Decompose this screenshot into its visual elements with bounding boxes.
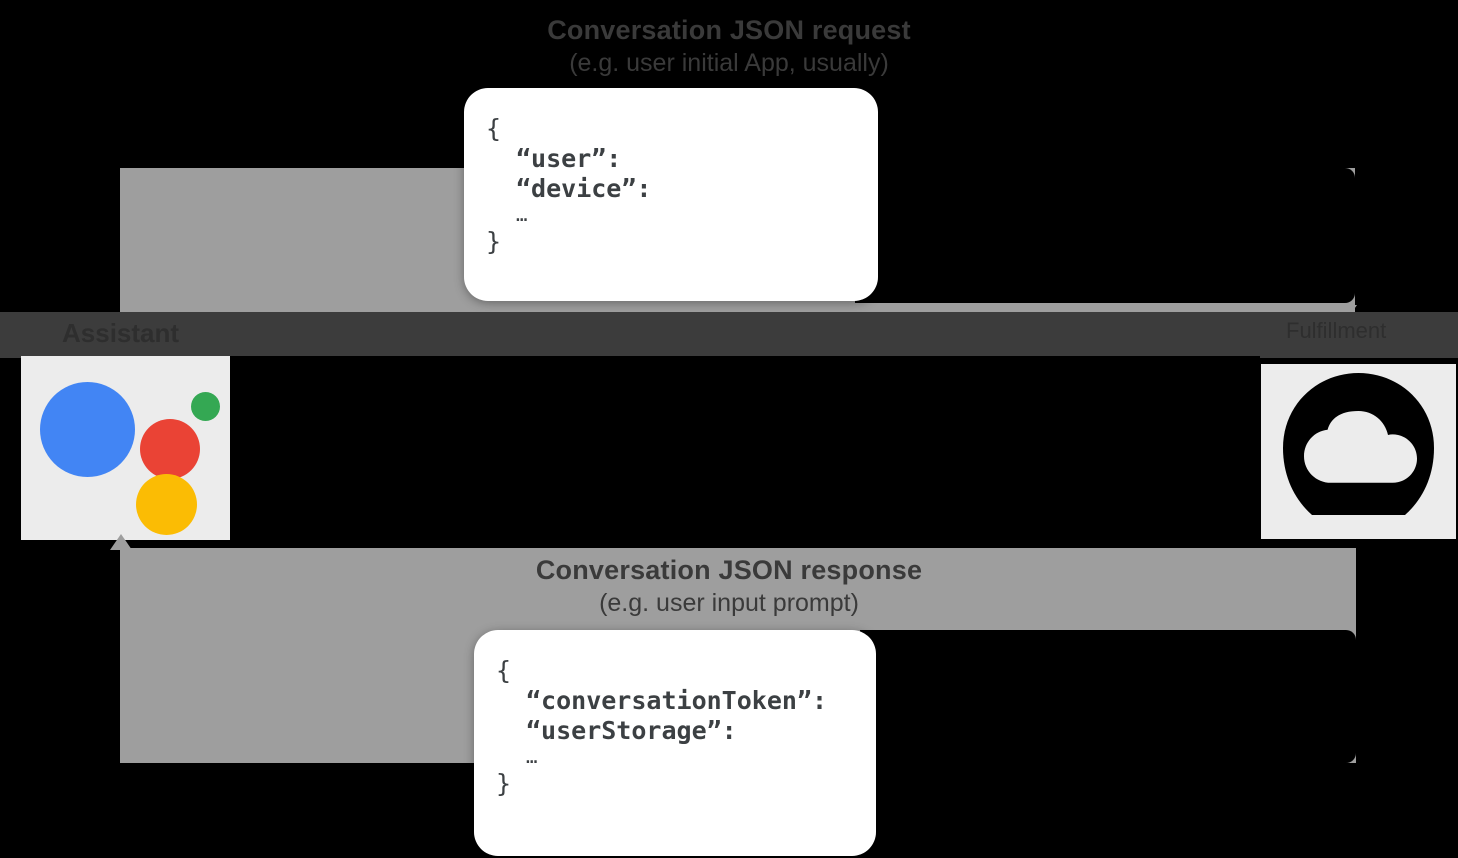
json-request-line-1: “user”:: [516, 144, 622, 173]
bottom-flow-label-subtitle: (e.g. user input prompt): [599, 588, 859, 617]
json-response-line-2: “userStorage”:: [526, 716, 737, 745]
json-request-line-4: }: [486, 226, 502, 256]
center-mask: [230, 356, 1260, 544]
assistant-dot-blue-icon: [40, 382, 135, 477]
top-flow-label-title: Conversation JSON request: [547, 15, 911, 45]
bottom-flow-label-title: Conversation JSON response: [535, 555, 923, 585]
endpoint-label-assistant: Assistant: [62, 318, 180, 348]
google-cloud-functions-icon: [1261, 364, 1456, 539]
endpoint-label-fulfillment: Fulfillment: [1286, 318, 1387, 343]
json-request-line-2: “device”:: [516, 174, 652, 203]
bottom-flow-label: Conversation JSON response (e.g. user in…: [0, 554, 1458, 619]
top-flow-label: Conversation JSON request (e.g. user ini…: [0, 14, 1458, 79]
json-request-line-0: {: [486, 114, 502, 143]
json-request-card: { “user”: “device”: … }: [464, 88, 878, 301]
json-response-card: { “conversationToken”: “userStorage”: … …: [474, 630, 876, 856]
assistant-dot-red-icon: [140, 419, 200, 479]
json-request-line-3: …: [516, 204, 528, 226]
json-response-line-0: {: [496, 656, 512, 685]
assistant-dot-green-icon: [191, 392, 220, 421]
json-response-line-4: }: [496, 768, 512, 798]
mid-divider-band: [0, 312, 1458, 358]
bottom-right-mask: [860, 630, 1356, 763]
json-response-line-1: “conversationToken”:: [526, 686, 828, 715]
google-assistant-icon: [21, 356, 230, 540]
top-flow-label-subtitle: (e.g. user initial App, usually): [569, 48, 889, 77]
arrow-up-icon: [110, 534, 132, 550]
top-right-mask: [855, 168, 1355, 303]
json-response-line-3: …: [526, 746, 538, 768]
assistant-dot-yellow-icon: [136, 474, 197, 535]
